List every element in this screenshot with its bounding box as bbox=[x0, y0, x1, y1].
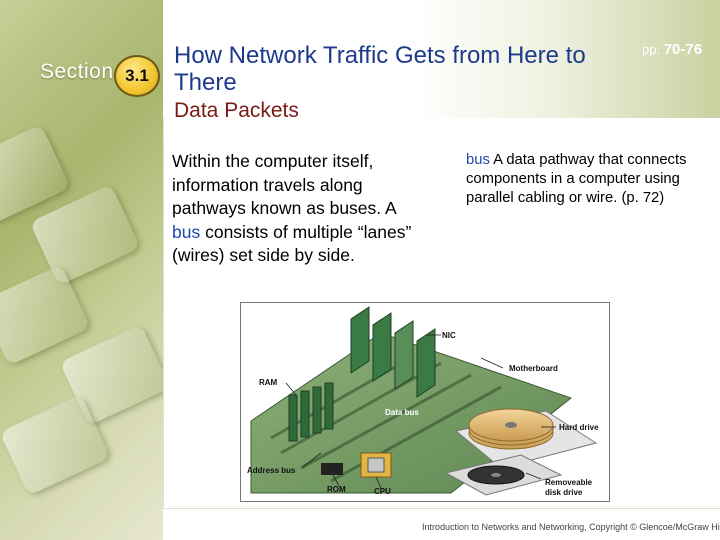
page-title: How Network Traffic Gets from Here to Th… bbox=[174, 42, 586, 96]
divider bbox=[163, 118, 164, 508]
hard-drive bbox=[454, 408, 598, 469]
cpu-core bbox=[367, 457, 385, 473]
label-cpu: CPU bbox=[374, 487, 391, 496]
rom-chip bbox=[321, 463, 343, 475]
motherboard-diagram: NIC Motherboard RAM Data bus Hard drive … bbox=[247, 306, 599, 497]
expansion-cards bbox=[350, 306, 436, 398]
divider bbox=[163, 508, 720, 509]
label-data-bus: Data bus bbox=[385, 408, 419, 417]
keyboard-key-decoration bbox=[0, 264, 91, 366]
removable-disk-drive bbox=[444, 454, 563, 496]
label-motherboard: Motherboard bbox=[509, 364, 558, 373]
section-sidebar: Section 3.1 bbox=[0, 0, 163, 540]
header-bar bbox=[163, 0, 720, 118]
label-removeable: Removeable bbox=[545, 478, 593, 487]
label-address-bus: Address bus bbox=[247, 466, 296, 475]
keyword-bus: bus bbox=[172, 221, 201, 242]
subheading: Data Packets bbox=[174, 99, 299, 122]
body-text-part: consists of multiple “lanes” (wires) set… bbox=[172, 221, 412, 266]
page-numbers: 70-76 bbox=[663, 41, 703, 58]
label-rom: ROM bbox=[327, 485, 346, 494]
label-nic: NIC bbox=[442, 331, 456, 340]
section-label: Section bbox=[40, 60, 114, 83]
glossary-term: bus bbox=[466, 152, 490, 168]
label-hard-drive: Hard drive bbox=[559, 423, 599, 432]
glossary-text: A data pathway that connects components … bbox=[466, 152, 687, 206]
callout-lines bbox=[285, 334, 556, 489]
page-prefix: pp. bbox=[642, 42, 661, 57]
ram-modules bbox=[288, 382, 334, 442]
label-disk-drive: disk drive bbox=[545, 488, 583, 497]
label-ram: RAM bbox=[259, 378, 278, 387]
page-range: pp. 70-76 bbox=[642, 41, 702, 58]
motherboard-illustration: NIC Motherboard RAM Data bus Hard drive … bbox=[240, 302, 610, 502]
body-paragraph: Within the computer itself, information … bbox=[172, 150, 422, 268]
glossary-definition: bus A data pathway that connects compone… bbox=[466, 151, 696, 208]
section-number-badge: 3.1 bbox=[114, 55, 160, 97]
body-text-part: Within the computer itself, information … bbox=[172, 151, 396, 218]
copyright-footer: Introduction to Networks and Networking,… bbox=[422, 522, 720, 532]
